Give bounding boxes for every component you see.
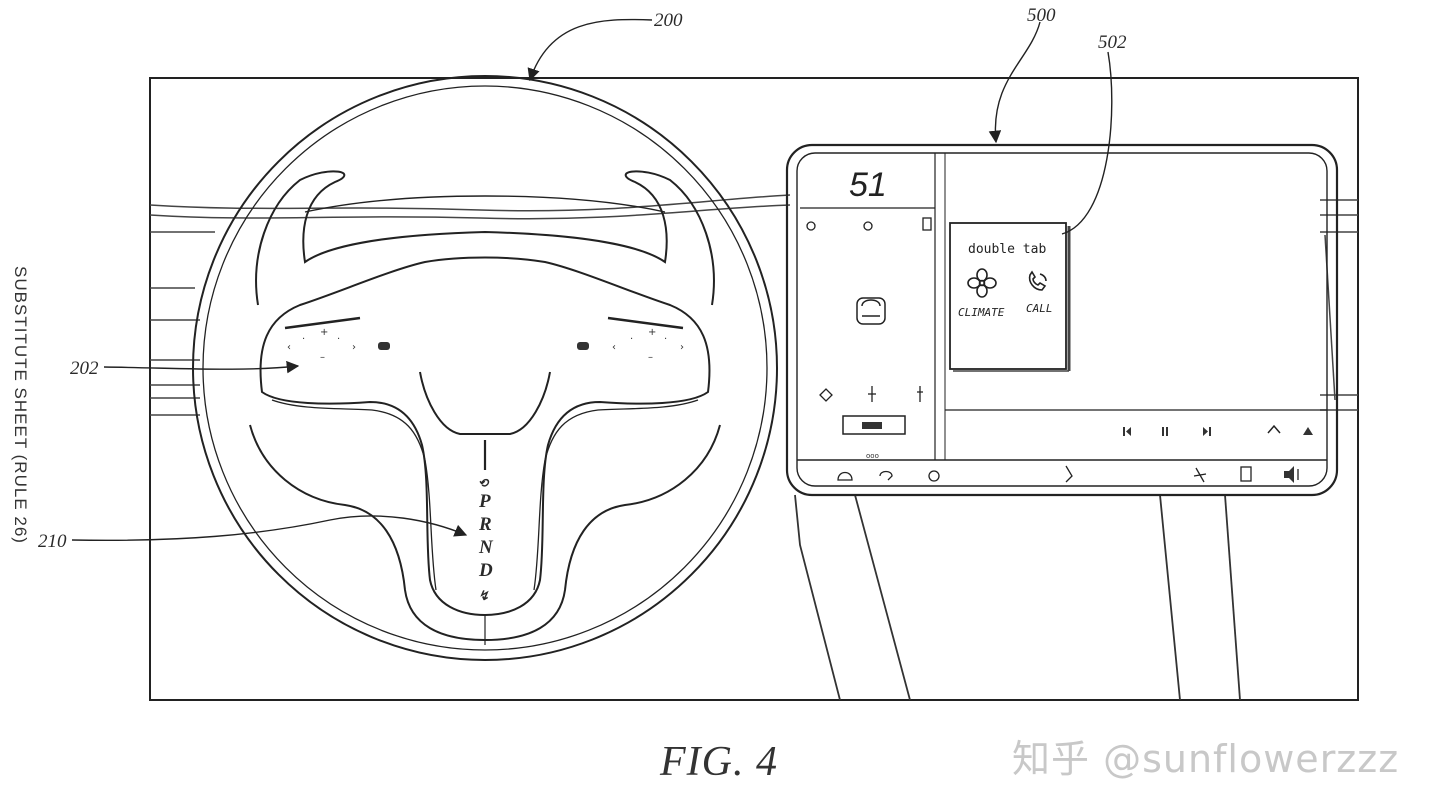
pause-icon	[1162, 427, 1168, 436]
svg-text:+: +	[648, 327, 656, 338]
svg-text:‹: ‹	[612, 342, 616, 353]
svg-text:+: +	[320, 327, 328, 338]
climate-label: CLIMATE	[958, 306, 1005, 319]
side-note-text: SUBSTITUTE SHEET (RULE 26)	[11, 266, 30, 544]
svg-text:›: ›	[680, 342, 684, 353]
svg-text:·: ·	[664, 334, 667, 345]
ref-202: 202	[70, 358, 99, 379]
side-note: SUBSTITUTE SHEET (RULE 26)	[8, 205, 32, 605]
gear-selector: ⟲ P R N D ↯	[478, 476, 494, 603]
ref-200: 200	[654, 10, 683, 31]
svg-text:›: ›	[352, 342, 356, 353]
figure-frame	[149, 77, 1359, 701]
reference-leaders	[71, 18, 1113, 542]
svg-text:‹: ‹	[287, 342, 291, 353]
gear-d: D	[478, 560, 493, 581]
prev-track-icon	[1123, 427, 1131, 436]
svg-text:–: –	[320, 352, 325, 363]
next-track-icon	[1203, 427, 1211, 436]
gear-n: N	[478, 537, 494, 558]
svg-text:↯: ↯	[478, 588, 489, 603]
figure-caption: FIG. 4	[660, 739, 778, 785]
gear-r: R	[478, 514, 492, 535]
center-display: ooo	[785, 143, 1339, 497]
display-stand	[794, 494, 1241, 701]
svg-text:·: ·	[337, 334, 340, 345]
speed-readout: 51	[849, 166, 887, 204]
steering-wheel	[192, 75, 778, 661]
car-icon	[856, 297, 886, 325]
popup-title: double tab	[968, 242, 1046, 257]
call-label: CALL	[1026, 302, 1053, 315]
svg-text:–: –	[648, 352, 653, 363]
svg-text:ooo: ooo	[866, 452, 879, 460]
dashboard-lines	[149, 194, 1358, 416]
phone-icon	[1028, 270, 1047, 291]
watermark: 知乎 @sunflowerzzz	[1012, 737, 1400, 781]
svg-text:⟲: ⟲	[478, 476, 490, 490]
ref-500: 500	[1027, 5, 1056, 26]
double-tap-popup: double tab CLIMATE CALL	[949, 222, 1071, 372]
ref-502: 502	[1098, 32, 1127, 53]
wheel-buttons: ‹ + – › · · ‹ + – › · ·	[287, 327, 684, 363]
volume-icon	[1284, 466, 1299, 483]
svg-text:·: ·	[630, 334, 633, 345]
ref-210: 210	[38, 531, 67, 552]
svg-text:·: ·	[302, 334, 305, 345]
gear-p: P	[478, 491, 491, 512]
fan-icon	[967, 268, 997, 298]
